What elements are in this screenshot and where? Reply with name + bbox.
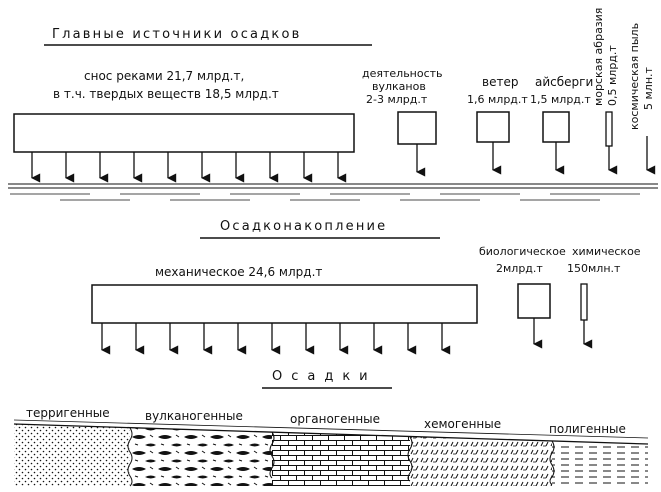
chemical-label: химическое — [572, 245, 641, 258]
dust-value: 5 млн.т — [642, 66, 655, 110]
sediment-label-terrigenous: терригенные — [26, 406, 110, 420]
stratum-polygenic — [552, 441, 648, 486]
chemical-value: 150млн.т — [567, 262, 621, 275]
abrasion-value: 0,5 млрд.т — [606, 45, 619, 106]
sediment-label-polygenic: полигенные — [549, 422, 626, 436]
biological-label: биологическое — [479, 245, 566, 258]
rivers-label-line2: в т.ч. твердых веществ 18,5 млрд.т — [53, 87, 279, 101]
dust-label: космическая пыль — [628, 23, 641, 130]
stratum-organogenic — [272, 432, 410, 486]
mechanical-box — [91, 284, 478, 324]
rivers-box — [13, 113, 355, 153]
wind-label: ветер — [482, 75, 518, 89]
sediments-title: Осадки — [272, 369, 377, 384]
icebergs-label: айсберги — [535, 75, 593, 89]
volcano-label-line1: деятельность — [362, 67, 443, 80]
wind-value: 1,6 млрд.т — [467, 93, 528, 106]
sediment-band — [13, 419, 649, 487]
volcano-box — [397, 111, 437, 145]
mechanical-label: механическое 24,6 млрд.т — [155, 265, 322, 279]
chemical-box — [580, 283, 588, 321]
abrasion-label: морская абразия — [592, 8, 605, 106]
sediment-label-chemogenic: хемогенные — [424, 417, 501, 431]
wind-box — [476, 111, 510, 143]
stratum-chemogenic — [410, 437, 552, 486]
biological-box — [517, 283, 551, 319]
stratum-volcanogenic — [130, 428, 272, 486]
accumulation-title: Осадконакопление — [220, 219, 387, 234]
stratum-terrigenous — [14, 424, 130, 486]
volcano-label-line2: вулканов — [372, 80, 426, 93]
volcano-value: 2-3 млрд.т — [366, 93, 428, 106]
abrasion-box — [605, 111, 613, 147]
rivers-label-line1: снос реками 21,7 млрд.т, — [84, 69, 244, 83]
water-lines — [8, 183, 658, 201]
sediment-label-volcanogenic: вулканогенные — [145, 409, 243, 423]
sediment-label-organogenic: органогенные — [290, 412, 380, 426]
icebergs-box — [542, 111, 570, 143]
sources-title: Главные источники осадков — [52, 27, 301, 42]
mechanical-arrows — [101, 323, 451, 355]
rivers-arrows — [31, 152, 347, 183]
biological-value: 2млрд.т — [496, 262, 543, 275]
icebergs-value: 1,5 млрд.т — [530, 93, 591, 106]
